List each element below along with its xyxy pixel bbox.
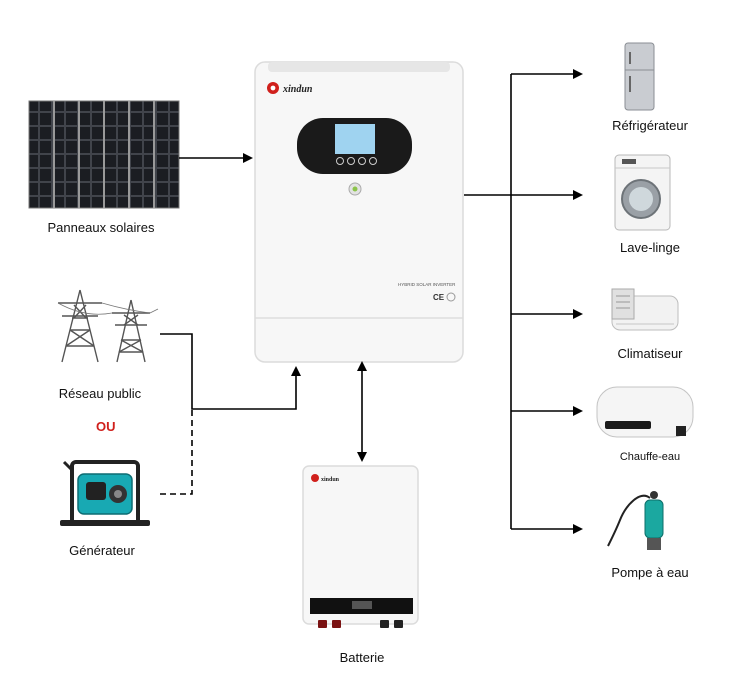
label-water-heater: Chauffe-eau [619, 451, 681, 463]
generator-dashed-line [160, 409, 193, 495]
solar-panel-image [28, 100, 180, 209]
refrigerator-image [624, 42, 655, 111]
label-refrigerator: Réfrigérateur [612, 118, 688, 133]
air-conditioner-image [611, 288, 679, 331]
label-washing-machine: Lave-linge [620, 240, 680, 255]
power-tower-icon [57, 289, 159, 363]
ce-mark: CE [433, 293, 445, 302]
label-solar-panels: Panneaux solaires [47, 220, 155, 235]
inverter-brand: xindun [282, 84, 313, 95]
inverter-model-text: HYBRID SOLAR INVERTER [398, 282, 456, 287]
label-or: OU [96, 419, 116, 434]
label-water-pump: Pompe à eau [611, 565, 689, 580]
washing-machine-image [614, 154, 671, 231]
label-battery: Batterie [339, 650, 385, 665]
arrow-grid-to-inverter [160, 333, 301, 410]
hybrid-inverter [254, 61, 464, 363]
connector-lines [160, 69, 583, 534]
battery-brand: xindun [321, 477, 340, 483]
water-pump-image [607, 491, 664, 550]
water-heater-image [596, 386, 694, 438]
label-generator: Générateur [69, 543, 135, 558]
generator-image [60, 460, 150, 526]
battery-unit [302, 465, 419, 628]
label-air-conditioner: Climatiseur [617, 346, 683, 361]
label-grid: Réseau public [58, 386, 142, 401]
